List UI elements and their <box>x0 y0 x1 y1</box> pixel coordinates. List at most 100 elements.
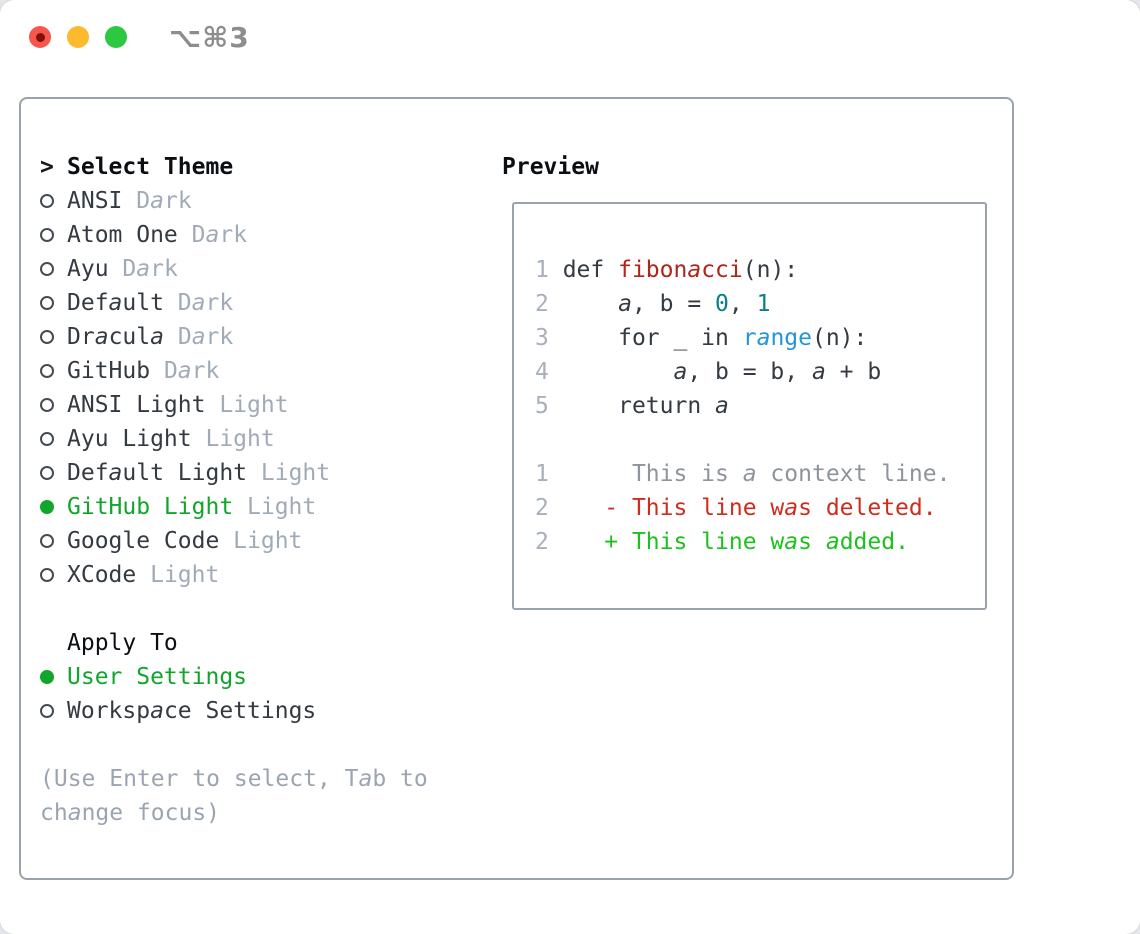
theme-variant: Light <box>205 426 275 452</box>
traffic-lights <box>29 26 127 48</box>
theme-variant: Light <box>150 562 220 588</box>
theme-name: Ayu <box>67 256 123 282</box>
theme-name: ANSI <box>67 188 137 214</box>
theme-variant: Dark <box>122 256 178 282</box>
code-segment-del: - This line was deleted. <box>562 495 937 521</box>
apply-option-workspace-settings[interactable]: Workspace Settings <box>40 694 485 728</box>
code-segment-code: def <box>562 257 619 283</box>
theme-option-ayu-light[interactable]: Ayu Light Light <box>40 422 485 456</box>
code-segment-add: + This line was added. <box>562 529 909 555</box>
preview-column: Preview 1 def fibonacci(n):2 a, b = 0, 1… <box>502 150 1007 610</box>
theme-option-default-light[interactable]: Default Light Light <box>40 456 485 490</box>
theme-name: Dracula <box>67 324 164 350</box>
radio-icon <box>40 262 54 276</box>
theme-option-atom-one[interactable]: Atom One Dark <box>40 218 485 252</box>
titlebar: ⌥⌘3 <box>0 0 1140 74</box>
theme-variant: Dark <box>191 222 248 248</box>
apply-option-label: User Settings <box>67 664 248 690</box>
radio-icon <box>40 398 54 412</box>
close-active-dot <box>35 32 45 42</box>
radio-icon <box>40 228 54 242</box>
theme-name: ANSI Light <box>67 392 220 418</box>
theme-option-ansi[interactable]: ANSI Dark <box>40 184 485 218</box>
theme-variant: Dark <box>136 188 192 214</box>
code-line <box>535 423 985 457</box>
theme-option-dracula[interactable]: Dracula Dark <box>40 320 485 354</box>
theme-option-default[interactable]: Default Dark <box>40 286 485 320</box>
code-segment-call: range <box>742 325 812 351</box>
marker-cell <box>40 262 67 276</box>
theme-name: XCode <box>67 562 151 588</box>
code-segment-num: 1 <box>756 291 771 317</box>
code-segment-fn: fibonacci <box>618 257 743 283</box>
line-number: 1 <box>535 257 563 283</box>
theme-name: GitHub Light <box>67 494 248 520</box>
code-line: 1 This is a context line. <box>535 457 985 491</box>
radio-icon <box>40 704 54 718</box>
radio-icon <box>40 364 54 378</box>
theme-option-ayu[interactable]: Ayu Dark <box>40 252 485 286</box>
code-line: 2 + This line was added. <box>535 525 985 559</box>
apply-option-user-settings[interactable]: User Settings <box>40 660 485 694</box>
marker-cell <box>40 568 67 582</box>
theme-variant: Light <box>247 494 317 520</box>
marker-cell <box>40 432 67 446</box>
theme-option-ansi-light[interactable]: ANSI Light Light <box>40 388 485 422</box>
marker-cell <box>40 704 67 718</box>
code-line: 5 return a <box>535 389 985 423</box>
marker-cell <box>40 500 67 514</box>
theme-option-github-light[interactable]: GitHub Light Light <box>40 490 485 524</box>
code-line: 2 - This line was deleted. <box>535 491 985 525</box>
code-segment-code: a, b = <box>618 291 716 317</box>
radio-icon <box>40 432 54 446</box>
maximize-icon[interactable] <box>105 26 127 48</box>
marker-cell <box>40 670 67 684</box>
theme-name: Google Code <box>67 528 234 554</box>
radio-selected-icon <box>40 500 54 514</box>
spacer <box>40 592 485 626</box>
code-segment-num: 0 <box>715 291 729 317</box>
code-segment-code: , <box>728 291 757 317</box>
code-segment-code: return a <box>562 393 729 419</box>
code-segment-code: for _ in <box>562 325 743 351</box>
theme-variant: Dark <box>177 324 234 350</box>
theme-name: Default Light <box>67 460 261 486</box>
close-icon[interactable] <box>29 26 51 48</box>
marker-cell <box>40 330 67 344</box>
marker-cell <box>40 534 67 548</box>
line-number: 3 <box>535 325 563 351</box>
line-number: 4 <box>535 359 563 385</box>
code-line: 2 a, b = 0, 1 <box>535 287 985 321</box>
theme-variant: Light <box>260 460 331 486</box>
line-number: 2 <box>535 529 563 555</box>
radio-icon <box>40 466 54 480</box>
code-segment-ctx: This is a context line. <box>562 461 951 487</box>
code-segment-code: (n): <box>742 257 799 283</box>
apply-option-label: Workspace Settings <box>67 698 317 724</box>
marker-cell <box>40 466 67 480</box>
theme-option-github[interactable]: GitHub Dark <box>40 354 485 388</box>
marker-cell <box>40 364 67 378</box>
radio-icon <box>40 330 54 344</box>
theme-name: Atom One <box>67 222 192 248</box>
theme-option-google-code[interactable]: Google Code Light <box>40 524 485 558</box>
theme-option-xcode[interactable]: XCode Light <box>40 558 485 592</box>
code-segment-code: (n): <box>811 325 868 351</box>
theme-name: Default <box>67 290 178 316</box>
radio-selected-icon <box>40 670 54 684</box>
line-number: 1 <box>535 461 563 487</box>
minimize-icon[interactable] <box>67 26 89 48</box>
window-title-shortcut: ⌥⌘3 <box>169 20 250 54</box>
preview-header: Preview <box>502 150 1007 184</box>
apply-to-title: Apply To <box>67 630 178 656</box>
theme-variant: Light <box>219 392 289 418</box>
code-line: 1 def fibonacci(n): <box>535 253 985 287</box>
